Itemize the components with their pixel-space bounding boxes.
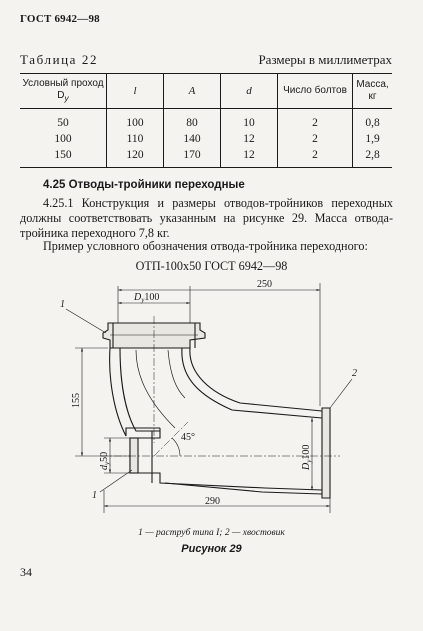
table-cell: 2 xyxy=(277,108,353,131)
table-cell: 2 xyxy=(277,131,353,147)
dimensions-table: Условный проход Dy l A d Число болтов Ма… xyxy=(20,73,392,168)
table-cell: 140 xyxy=(163,131,221,147)
figure-title: Рисунок 29 xyxy=(181,543,242,555)
table-cell: 120 xyxy=(106,147,164,168)
page-number: 34 xyxy=(20,565,32,579)
figure-legend: 1 — раструб типа I; 2 — хвостовик xyxy=(138,528,285,538)
angle-label: 45° xyxy=(181,432,195,443)
dimension-lines xyxy=(75,283,331,513)
paragraph-construction: 4.25.1 Конструкция и размеры отводов-тро… xyxy=(20,196,393,240)
dim-250-label: 250 xyxy=(257,279,272,290)
paragraph-example: Пример условного обозначения отвода-трой… xyxy=(43,239,368,253)
table-row: 100 110 140 12 2 1,9 xyxy=(20,131,392,147)
table-cell: 100 xyxy=(54,133,72,145)
table-cell: 2,8 xyxy=(352,147,392,168)
col-header-bolt-count: Число болтов xyxy=(277,73,353,109)
callout-leaders xyxy=(65,308,353,493)
document-code: ГОСТ 6942—98 xyxy=(20,13,100,25)
dim-d50-label: dy50 xyxy=(99,452,111,470)
col-header-mass: Масса, кг xyxy=(352,73,392,109)
designation-example: ОТП-100х50 ГОСТ 6942—98 xyxy=(135,259,288,273)
callout-1-bottom: 1 xyxy=(92,490,97,501)
table-units-note: Размеры в миллиметрах xyxy=(258,52,392,67)
dim-290-label: 290 xyxy=(205,496,220,507)
table-cell: 110 xyxy=(106,131,164,147)
dim-dy-right-label: Dy100 xyxy=(301,445,313,471)
dim-155-label: 155 xyxy=(71,393,82,408)
table-caption: Таблица 22 xyxy=(20,52,99,67)
table-cell: 170 xyxy=(163,147,221,168)
callout-2: 2 xyxy=(352,368,357,379)
dim-dy-top-label: Dy100 xyxy=(133,292,159,304)
table-cell: 80 xyxy=(163,108,221,131)
col-header-a: A xyxy=(163,73,221,109)
col-header-nominal-bore: Условный проход Dy xyxy=(20,73,107,109)
figure-29-drawing: Dy100 250 155 dy50 45° Dy100 290 1 1 2 xyxy=(60,279,357,513)
table-cell: 100 xyxy=(106,108,164,131)
table-cell: 1,9 xyxy=(352,131,392,147)
table-cell: 12 xyxy=(220,147,278,168)
table-cell: 0,8 xyxy=(352,108,392,131)
col-header-d: d xyxy=(220,73,278,109)
dimension-labels: Dy100 250 155 dy50 45° Dy100 290 1 1 2 xyxy=(60,279,357,507)
callout-1-top: 1 xyxy=(60,299,65,310)
table-row: 50 100 80 10 2 0,8 xyxy=(20,108,392,131)
section-heading: 4.25 Отводы-тройники переходные xyxy=(43,179,245,191)
center-lines xyxy=(100,316,340,457)
table-row: 150 120 170 12 2 2,8 xyxy=(20,147,392,168)
table-header-row: Условный проход Dy l A d Число болтов Ма… xyxy=(20,73,392,109)
table-cell: 12 xyxy=(220,131,278,147)
table-cell: 10 xyxy=(220,108,278,131)
table-cell: 150 xyxy=(20,147,107,168)
col-header-l: l xyxy=(106,73,164,109)
table-cell: 2 xyxy=(277,147,353,168)
fitting-outline xyxy=(102,322,331,499)
table-cell: 50 xyxy=(57,117,69,129)
